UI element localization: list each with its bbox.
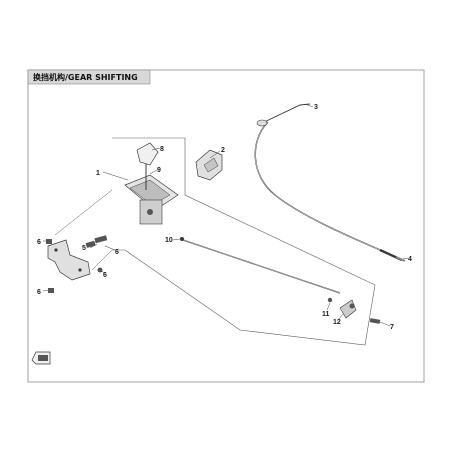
callout-4: 4 <box>408 256 412 263</box>
bolt-7 <box>369 318 381 324</box>
leader-bracket-b <box>91 249 113 271</box>
bolt-6b <box>85 240 96 248</box>
callout-3: 3 <box>314 104 318 111</box>
callout-11: 11 <box>322 311 330 318</box>
callout-8: 8 <box>160 146 164 153</box>
assembly-outline <box>112 137 376 346</box>
leader-lines <box>42 103 409 327</box>
front-arrow-icon <box>31 351 51 365</box>
diagram-border <box>27 69 425 383</box>
cable-end <box>379 248 406 262</box>
leader-bracket <box>54 189 113 236</box>
rod-end <box>327 297 357 319</box>
cover-plate <box>195 149 223 181</box>
callout-7: 7 <box>390 324 394 331</box>
callout-12: 12 <box>333 319 341 326</box>
bolt-6c <box>48 288 54 293</box>
callout-6b: 6 <box>115 249 119 256</box>
connecting-rod <box>180 237 341 294</box>
callout-6d: 6 <box>103 272 107 279</box>
callout-10: 10 <box>165 237 173 244</box>
callout-9: 9 <box>157 167 161 174</box>
callout-6a: 6 <box>37 239 41 246</box>
callout-5: 5 <box>82 245 86 252</box>
diagram-title: 换挡机构/GEAR SHIFTING <box>33 72 138 82</box>
shift-cable <box>254 103 386 253</box>
callout-2: 2 <box>221 147 225 154</box>
callout-1: 1 <box>96 170 100 177</box>
bolt-5 <box>94 235 108 244</box>
callout-6c: 6 <box>37 289 41 296</box>
title-box <box>27 69 151 85</box>
shifter-assembly <box>124 160 179 225</box>
shift-knob <box>136 142 159 166</box>
bolt-6a <box>46 239 52 244</box>
mounting-bracket <box>47 239 91 281</box>
